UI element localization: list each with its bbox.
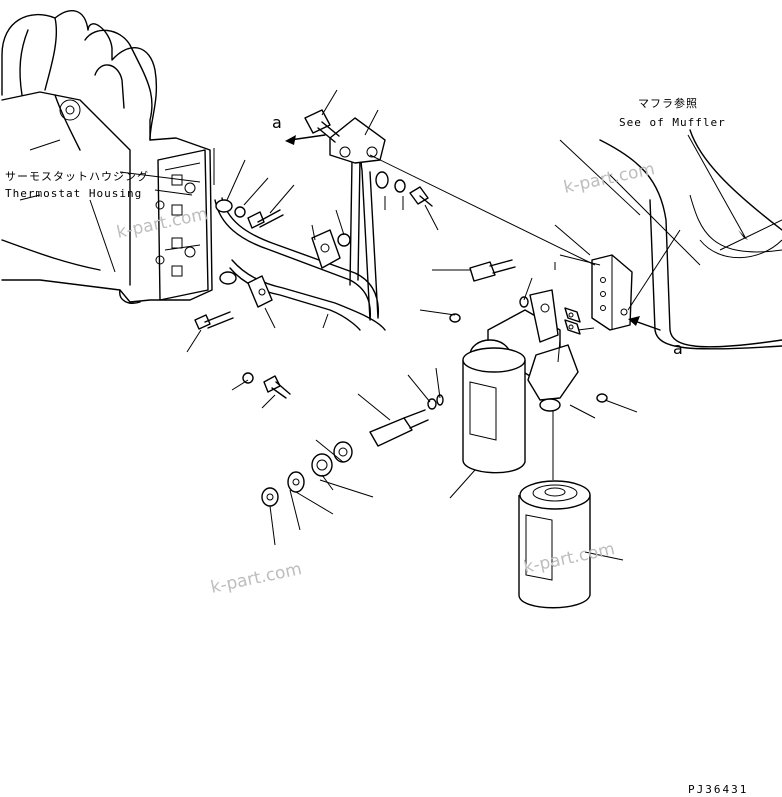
plug-right [596,393,608,403]
label-muffler-jp: マフラ参照 [638,96,698,110]
arrow-a-top [285,134,326,145]
bolt-top [304,109,340,143]
drawing-code: PJ36431 [688,783,748,796]
muffler-outline [559,129,782,350]
label-thermostat-en: Thermostat Housing [5,187,142,200]
watermark-1: k-part.com [562,159,657,198]
label-thermostat-jp: サーモスタットハウジング [5,169,149,183]
clamp-upper [311,229,351,269]
filter-cartridge-upper [462,347,526,474]
label-muffler-en: See of Muffler [619,116,726,129]
arrow-muffler [738,230,748,240]
banjo-fittings [215,171,389,285]
leader-lines [89,89,746,561]
bolt-lower-left [242,372,291,399]
bolt-filter-head [469,259,529,308]
bolt-housing-2 [194,311,234,330]
nuts-washers [261,441,353,507]
label-ref-a-top: a [272,113,282,132]
mounting-bracket [564,254,633,335]
arrow-a-right [628,316,661,331]
sensor-plug [369,394,444,447]
oil-pipes [214,151,386,331]
filter-cartridge-lower [518,410,591,609]
watermark-3: k-part.com [209,559,304,598]
watermark-2: k-part.com [115,204,210,243]
label-ref-a-right: a [673,339,683,358]
thermostat-housing-drawing [1,10,213,304]
connector-block-top [329,117,386,164]
clamp-lower [247,275,273,308]
bolt-connector-right [394,179,433,207]
bolt-housing-1 [234,206,284,229]
